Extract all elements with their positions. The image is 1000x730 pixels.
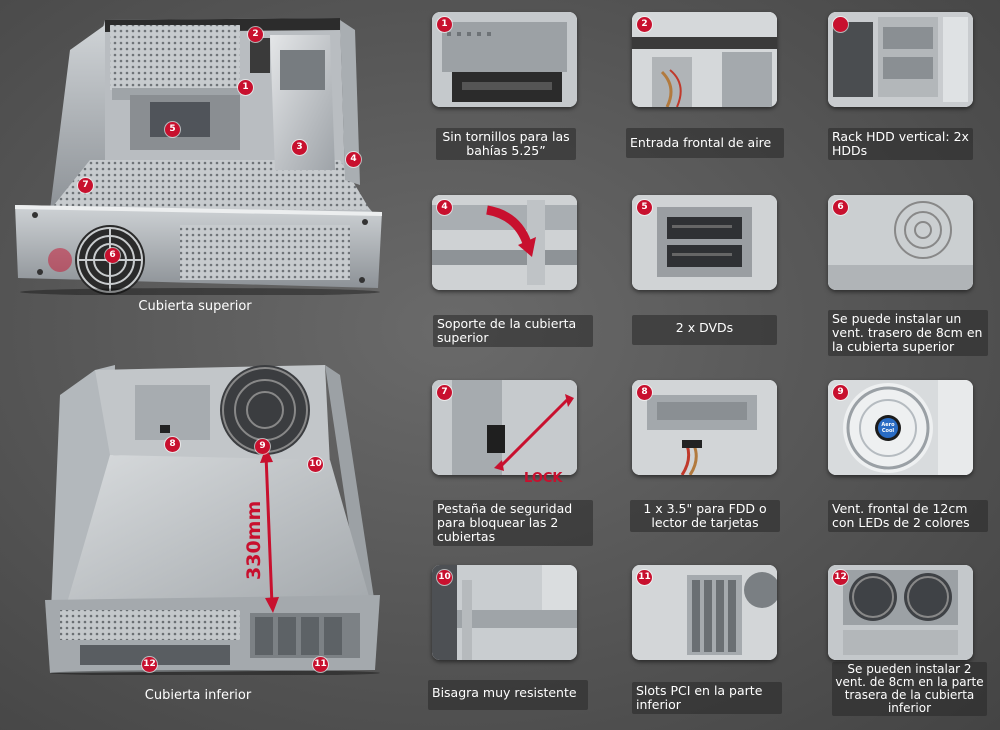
feature-4-caption: Soporte de la cubierta superior (433, 315, 593, 347)
hdd-rack-image (828, 12, 973, 107)
bottom-cover-label: Cubierta inferior (144, 688, 252, 703)
bottom-badge-8: 8 (165, 437, 180, 452)
pci-slots-image (632, 565, 777, 660)
dimension-label: 330mm (243, 500, 265, 580)
feature-5-caption: 2 x DVDs (632, 315, 777, 345)
feature-thumb-10: 10 (432, 565, 577, 660)
feature-thumb-7: 7 LOCK (432, 380, 577, 475)
bottom-cover-illustration (45, 365, 380, 675)
feature-11-badge: 11 (637, 570, 652, 585)
tool-less-bay-image (432, 12, 577, 107)
feature-thumb-4: 4 (432, 195, 577, 290)
feature-thumb-2: 2 (632, 12, 777, 107)
feature-11-caption: Slots PCI en la parte inferior (632, 682, 782, 714)
feature-12-caption: Se pueden instalar 2 vent. de 8cm en la … (832, 662, 987, 716)
feature-8-badge: 8 (637, 385, 652, 400)
feature-thumb-11: 11 (632, 565, 777, 660)
feature-3-caption: Rack HDD vertical: 2x HDDs (828, 128, 973, 160)
fdd-bay-image (632, 380, 777, 475)
top-cover-photo: 1 2 1 5 3 4 7 6 (10, 10, 395, 295)
feature-thumb-12: 12 (828, 565, 973, 660)
feature-thumb-3 (828, 12, 973, 107)
top-cover-illustration (15, 18, 382, 295)
feature-10-caption: Bisagra muy resistente (428, 680, 588, 710)
feature-1-caption: Sin tornillos para las bahías 5.25” (436, 128, 576, 160)
rear-fan-top-image (828, 195, 973, 290)
feature-3-badge (833, 17, 848, 32)
bottom-cover-photo: 8 9 10 12 11 330mm (40, 355, 390, 675)
feature-1-badge: 1 (437, 17, 452, 32)
top-badge-5: 5 (165, 122, 180, 137)
rear-fans-bottom-image (828, 565, 973, 660)
feature-5-badge: 5 (637, 200, 652, 215)
top-badge-4: 4 (346, 152, 361, 167)
dvd-bays-image (632, 195, 777, 290)
feature-thumb-1: 1 (432, 12, 577, 107)
front-fan-led-image (828, 380, 973, 475)
bottom-badge-10: 10 (308, 457, 323, 472)
front-air-intake-image (632, 12, 777, 107)
bottom-badge-12: 12 (142, 657, 157, 672)
feature-12-badge: 12 (833, 570, 848, 585)
feature-thumb-6: 6 (828, 195, 973, 290)
top-badge-1: 1 (238, 80, 253, 95)
feature-9-badge: 9 (833, 385, 848, 400)
feature-thumb-9: 9 Aero Cool (828, 380, 973, 475)
feature-2-caption: Entrada frontal de aire (626, 128, 784, 158)
feature-7-caption: Pestaña de seguridad para bloquear las 2… (433, 500, 593, 546)
feature-8-caption: 1 x 3.5" para FDD o lector de tarjetas (630, 500, 780, 532)
feature-2-badge: 2 (637, 17, 652, 32)
top-badge-3: 3 (292, 140, 307, 155)
bottom-badge-11: 11 (313, 657, 328, 672)
feature-9-caption: Vent. frontal de 12cm con LEDs de 2 colo… (828, 500, 988, 532)
security-lock-image (432, 380, 577, 475)
feature-thumb-5: 5 (632, 195, 777, 290)
top-badge-7: 7 (78, 178, 93, 193)
fan-brand-logo: Aero Cool (881, 422, 895, 434)
top-cover-support-image (432, 195, 577, 290)
feature-4-badge: 4 (437, 200, 452, 215)
feature-thumb-8: 8 (632, 380, 777, 475)
bottom-badge-9: 9 (255, 439, 270, 454)
top-badge-6: 6 (105, 248, 120, 263)
feature-6-caption: Se puede instalar un vent. trasero de 8c… (828, 310, 988, 356)
top-cover-label: Cubierta superior (138, 299, 252, 314)
feature-10-badge: 10 (437, 570, 452, 585)
feature-6-badge: 6 (833, 200, 848, 215)
feature-7-badge: 7 (437, 385, 452, 400)
hinge-image (432, 565, 577, 660)
top-badge-2: 2 (248, 27, 263, 42)
lock-overlay-text: LOCK (524, 471, 563, 486)
